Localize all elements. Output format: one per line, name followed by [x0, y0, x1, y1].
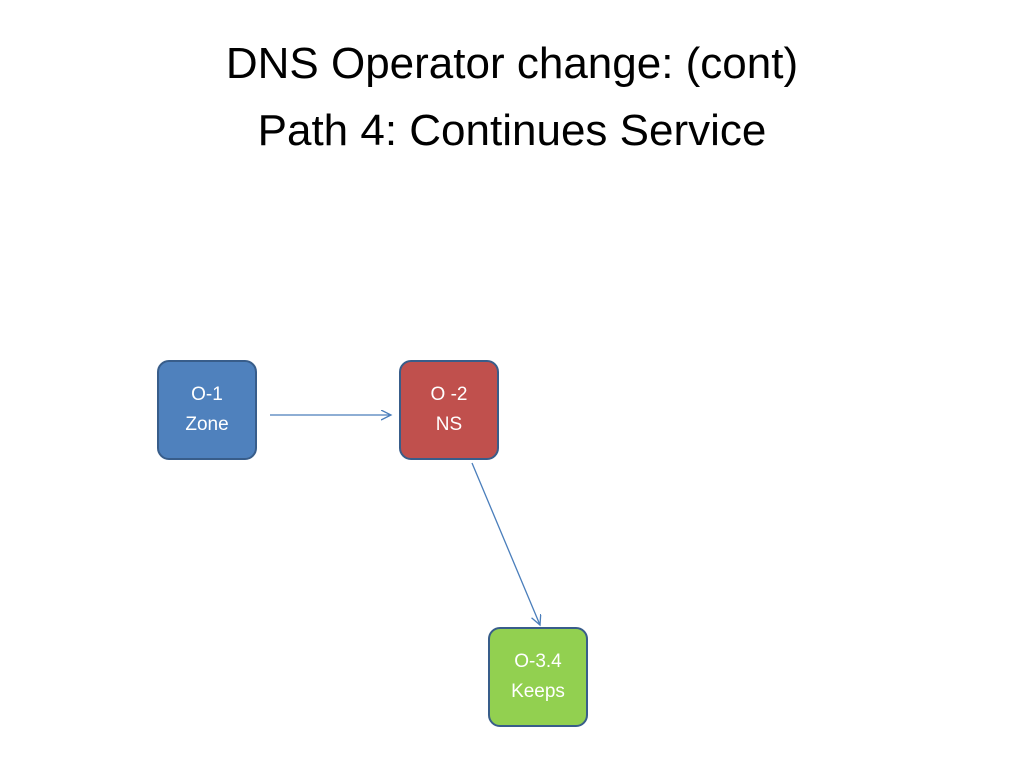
- node-o3-keeps: O-3.4 Keeps: [488, 627, 588, 727]
- node-label-line-2: NS: [435, 414, 463, 435]
- slide-title: DNS Operator change: (cont) Path 4: Cont…: [0, 30, 1024, 164]
- node-o1-zone: O-1 Zone: [157, 360, 257, 460]
- title-line-2: Path 4: Continues Service: [257, 106, 767, 155]
- node-label-line-2: Keeps: [511, 681, 565, 702]
- arrow-o2-to-o3: [471, 462, 540, 625]
- node-label-line-1: O-3.4: [514, 651, 562, 672]
- node-o2-ns: O -2 NS: [399, 360, 499, 460]
- node-label-line-1: O-1: [191, 384, 223, 405]
- node-label-line-1: O -2: [430, 384, 468, 405]
- title-line-1: DNS Operator change: (cont): [225, 39, 799, 88]
- node-label-line-2: Zone: [185, 414, 229, 435]
